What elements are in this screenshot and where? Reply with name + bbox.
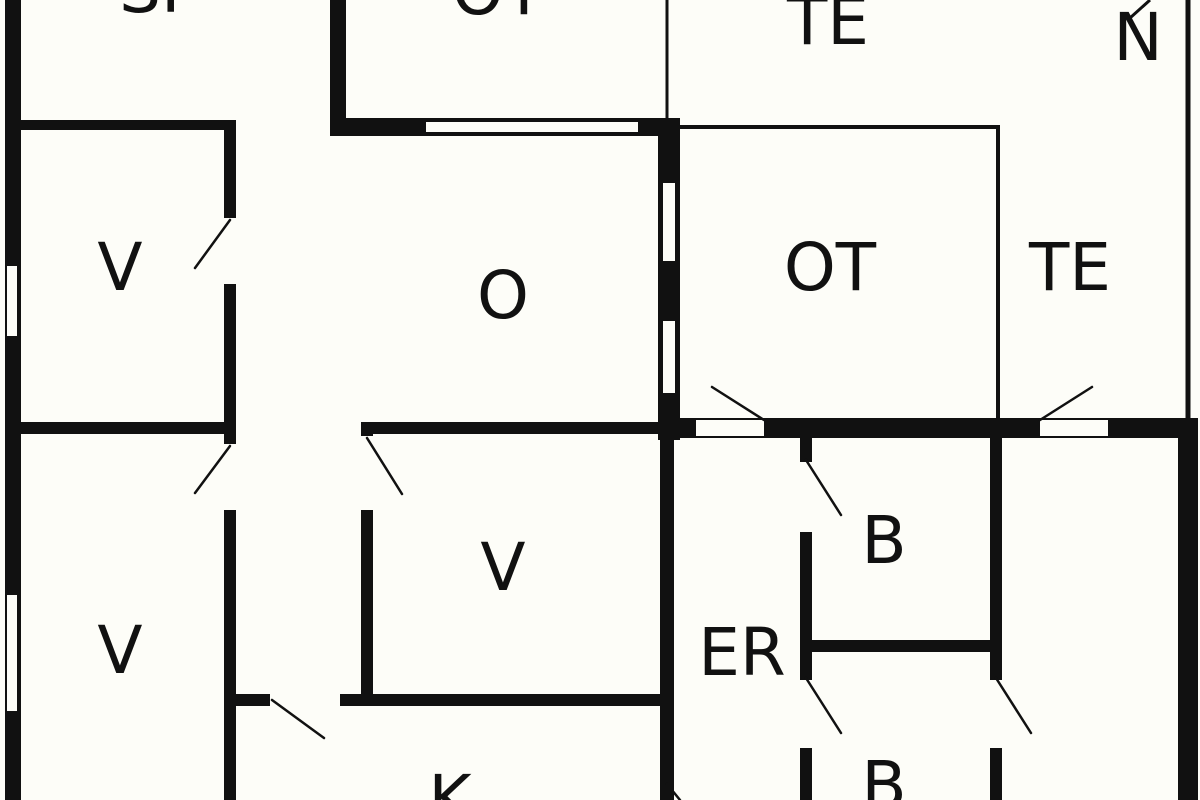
room-label-k: K <box>428 761 473 800</box>
v3-door-opening <box>222 444 238 510</box>
te-door-opening <box>1040 420 1108 436</box>
v1-door-swing <box>193 218 232 270</box>
b2-door-opening <box>798 680 814 748</box>
v1-door-opening <box>222 218 238 284</box>
k-door-opening <box>270 692 340 708</box>
room-label-te-mid: TE <box>1028 229 1111 306</box>
room-labels: SP OT TE N V O OT TE V V ER B B K <box>97 0 1162 800</box>
stair-mark-line <box>1128 0 1152 20</box>
k-east-door-swing <box>665 782 682 800</box>
room-label-n: N <box>1113 0 1162 76</box>
v1-south-wall <box>21 422 236 434</box>
b1-door-swing <box>804 458 843 517</box>
o-east-window-lower <box>661 319 677 395</box>
east-room-door-swing <box>994 676 1033 735</box>
room-label-sp: SP <box>119 0 201 28</box>
v1-window <box>5 264 19 338</box>
v1-north-wall <box>21 120 236 130</box>
door-swings <box>193 218 1094 800</box>
room-label-te-top: TE <box>786 0 869 60</box>
k-north-wall <box>236 694 666 706</box>
o-east-window-upper <box>661 181 677 263</box>
v3-window <box>5 593 19 713</box>
er-west-wall <box>660 434 674 800</box>
east-room-door-opening <box>988 680 1004 748</box>
thin-lines <box>665 0 1191 420</box>
o-north-window <box>424 120 640 134</box>
room-label-o: O <box>477 257 529 334</box>
upper-ot-west-wall <box>330 0 346 136</box>
b2-door-swing <box>804 676 843 735</box>
room-label-v1: V <box>97 229 142 306</box>
k-door-swing <box>270 698 326 740</box>
door-openings <box>222 218 1108 748</box>
room-label-ot-mid: OT <box>784 229 877 306</box>
room-label-b1: B <box>861 502 906 579</box>
v3-door-swing <box>193 444 232 495</box>
ot-door-opening <box>696 420 764 436</box>
room-label-b2: B <box>861 747 906 800</box>
room-label-v3: V <box>97 612 142 689</box>
b-divider-wall <box>806 640 996 652</box>
room-label-v2: V <box>480 529 525 606</box>
v2-door-swing <box>365 436 404 496</box>
b1-door-opening <box>798 462 814 532</box>
room-label-ot-top: OT <box>452 0 545 30</box>
te-door-swing <box>1038 385 1094 422</box>
east-outer-wall <box>1178 418 1198 800</box>
room-label-er: ER <box>698 614 786 691</box>
v2-north-wall <box>361 422 666 434</box>
ot-door-swing <box>710 385 766 422</box>
v2-door-opening <box>359 436 375 510</box>
windows <box>5 120 677 713</box>
